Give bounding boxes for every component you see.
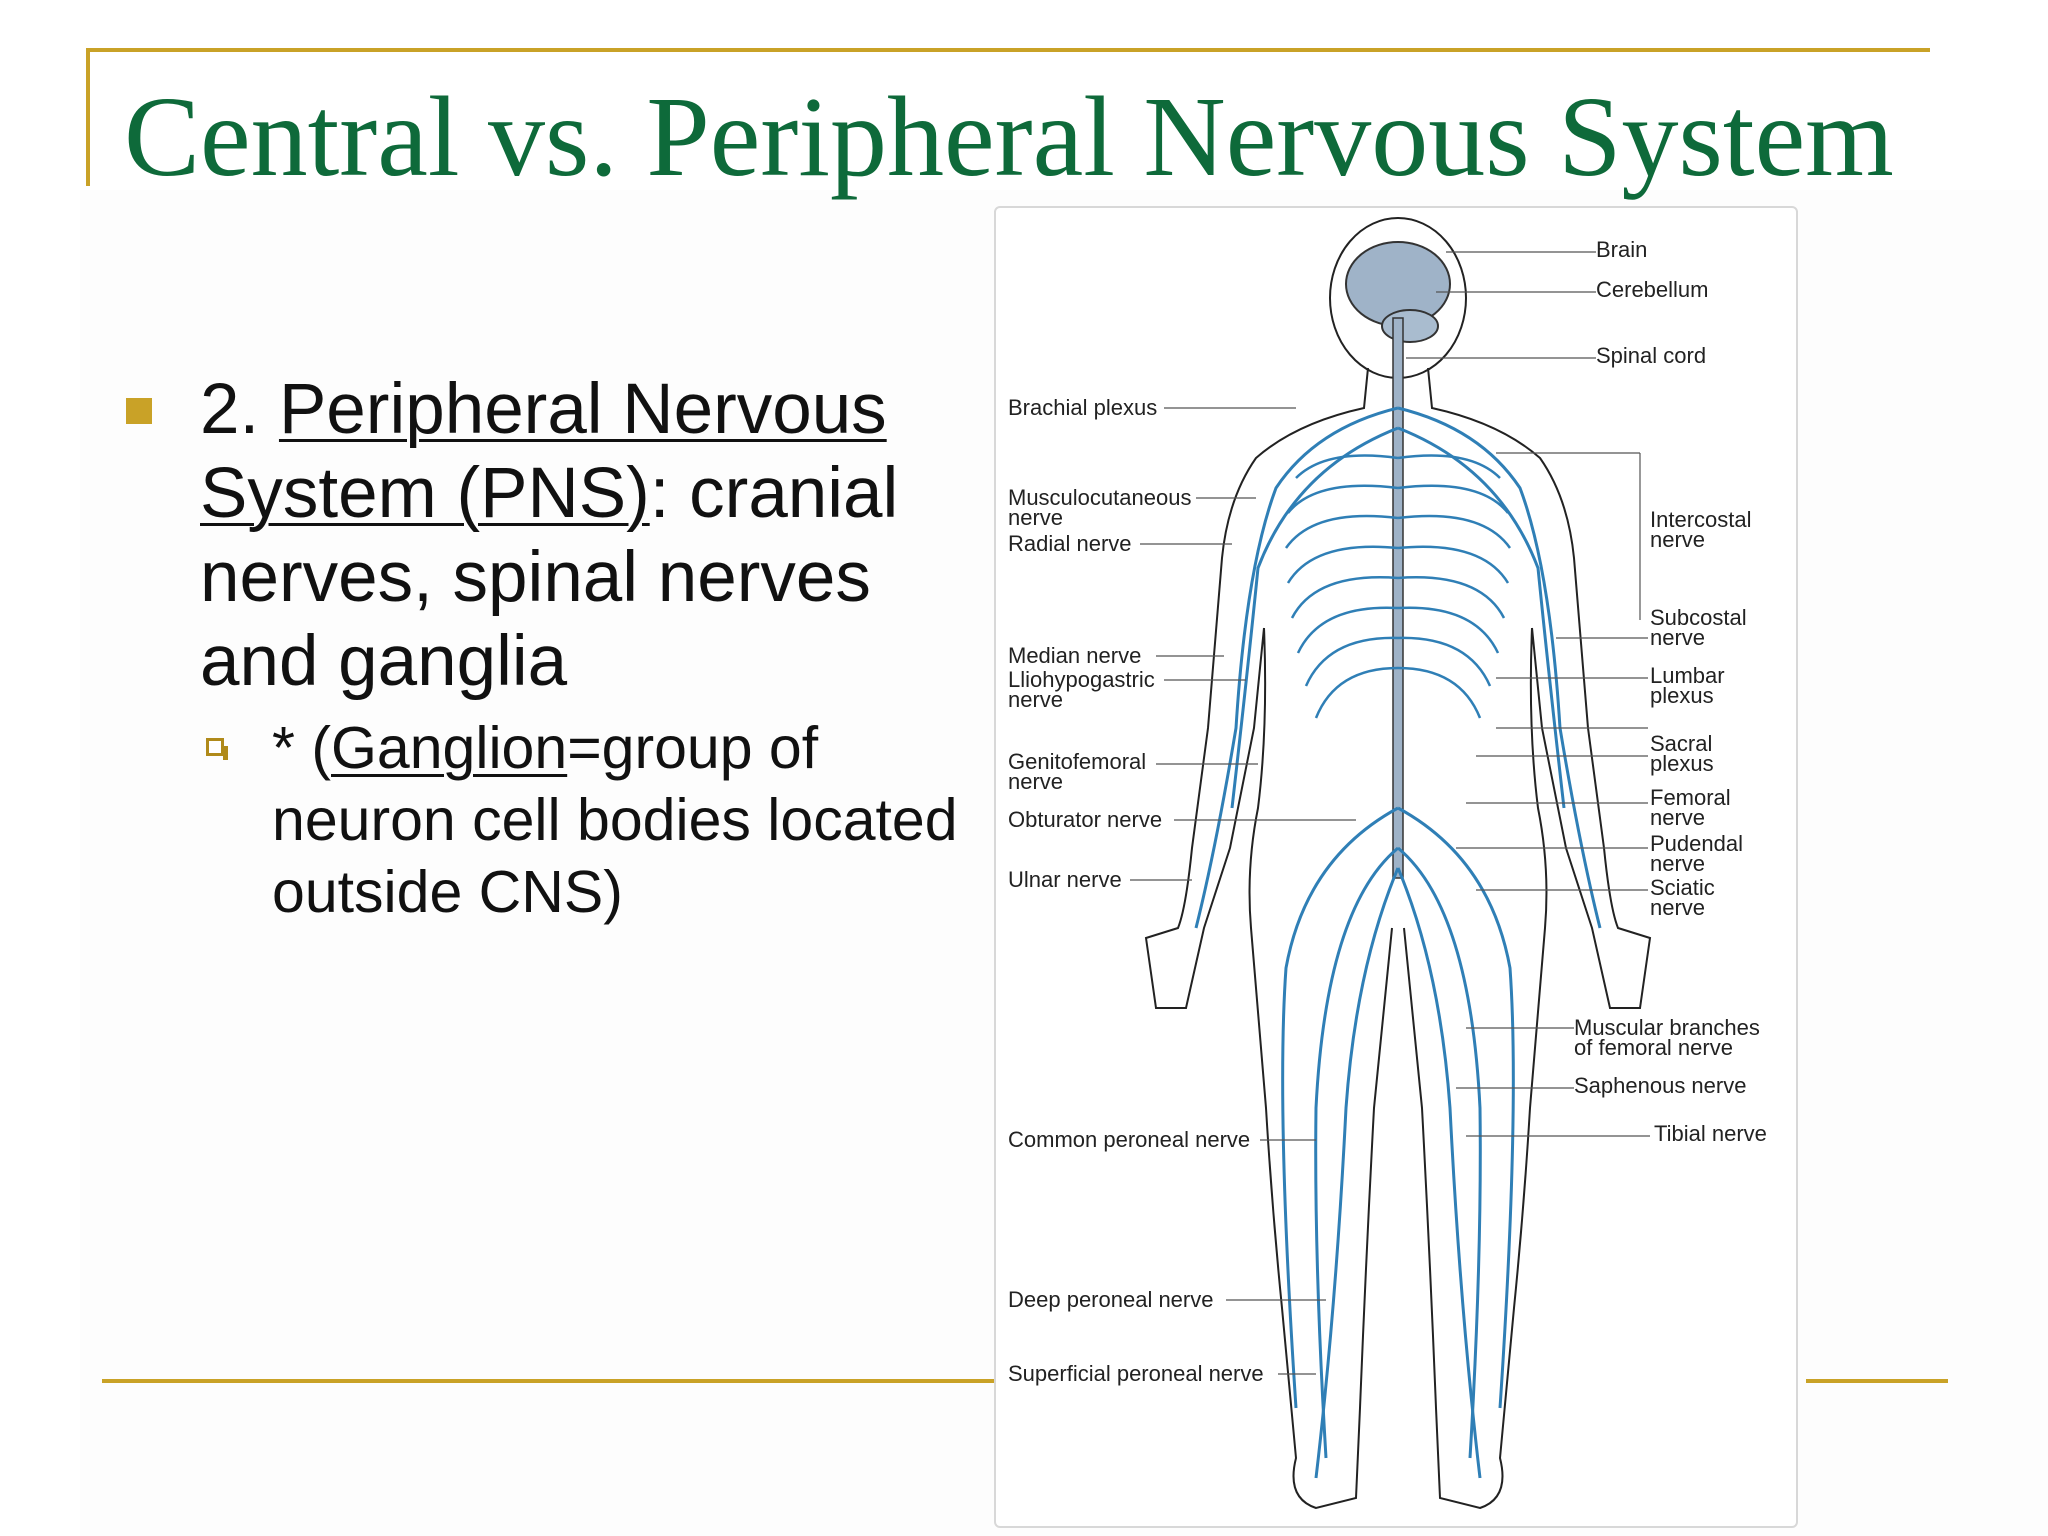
spinal-cord — [1392, 317, 1404, 879]
sub-bullet-box-icon — [206, 738, 228, 760]
label-deep-peroneal-nerve: Deep peroneal nerve — [1008, 1287, 1214, 1312]
human-body-diagram — [1130, 217, 1652, 1510]
label-genitofemoral-nerve: Genitofemoral nerve — [1008, 749, 1147, 794]
label-saphenous-nerve: Saphenous nerve — [1574, 1073, 1747, 1098]
label-intercostal-nerve: Intercostal nerve — [1650, 507, 1752, 552]
bullet-pns-prefix: 2. — [200, 370, 279, 449]
label-leader-lines — [1130, 251, 1650, 1375]
nervous-system-figure: Brain Cerebellum Spinal cord Intercostal… — [994, 206, 1798, 1528]
label-cerebellum: Cerebellum — [1596, 277, 1709, 302]
label-common-peroneal-nerve: Common peroneal nerve — [1008, 1127, 1251, 1152]
label-muscular-branches: Muscular branches of femoral nerve — [1574, 1015, 1760, 1060]
cerebellum-icon — [1381, 309, 1439, 343]
right-leg-outline — [1403, 627, 1548, 1510]
label-brain: Brain — [1596, 237, 1648, 262]
right-arm-outline — [1427, 367, 1652, 1009]
sub-bullet-term: Ganglion — [331, 715, 568, 781]
label-tibial-nerve: Tibial nerve — [1654, 1121, 1767, 1146]
bullet-pns-rest: : cranial nerves, spinal nerves and gang… — [200, 454, 899, 701]
sub-bullet-rest: =group of neuron cell bodies located out… — [272, 715, 958, 925]
title-top-rule — [86, 48, 1930, 52]
label-sacral-plexus: Sacral plexus — [1650, 731, 1714, 776]
left-arm-outline — [1144, 367, 1369, 1009]
footer-rule-left — [102, 1379, 994, 1383]
label-pudendal-nerve: Pudendal nerve — [1650, 831, 1743, 876]
label-iliohypogastric-nerve: Lliohypogastric nerve — [1008, 667, 1155, 712]
label-ulnar-nerve: Ulnar nerve — [1008, 867, 1122, 892]
intercostal-nerves — [1284, 454, 1512, 719]
label-subcostal-nerve: Subcostal nerve — [1650, 605, 1747, 650]
left-leg-outline — [1248, 627, 1393, 1510]
title-left-rule — [86, 48, 90, 186]
bullet-square-icon — [126, 398, 152, 424]
label-obturator-nerve: Obturator nerve — [1008, 807, 1163, 832]
label-musculocutaneous-nerve: Musculocutaneous nerve — [1008, 485, 1192, 530]
label-lumbar-plexus: Lumbar plexus — [1650, 663, 1725, 708]
bullet-pns-term: Peripheral Nervous System (PNS) — [200, 370, 887, 533]
bullet-pns: 2. Peripheral Nervous System (PNS): cran… — [200, 368, 980, 704]
nerve-network — [1194, 406, 1602, 1479]
sub-bullet-prefix: * ( — [272, 715, 331, 781]
slide-title: Central vs. Peripheral Nervous System — [124, 73, 1894, 200]
label-sciatic-nerve: Sciatic nerve — [1650, 875, 1715, 920]
label-spinal-cord: Spinal cord — [1596, 343, 1707, 368]
label-median-nerve: Median nerve — [1008, 643, 1142, 668]
sub-bullet-ganglion: * (Ganglion=group of neuron cell bodies … — [272, 712, 1012, 928]
label-brachial-plexus: Brachial plexus — [1008, 395, 1158, 420]
footer-rule-right — [1806, 1379, 1948, 1383]
label-superficial-peroneal-nerve: Superficial peroneal nerve — [1008, 1361, 1264, 1386]
label-femoral-nerve: Femoral nerve — [1650, 785, 1731, 830]
label-radial-nerve: Radial nerve — [1008, 531, 1132, 556]
